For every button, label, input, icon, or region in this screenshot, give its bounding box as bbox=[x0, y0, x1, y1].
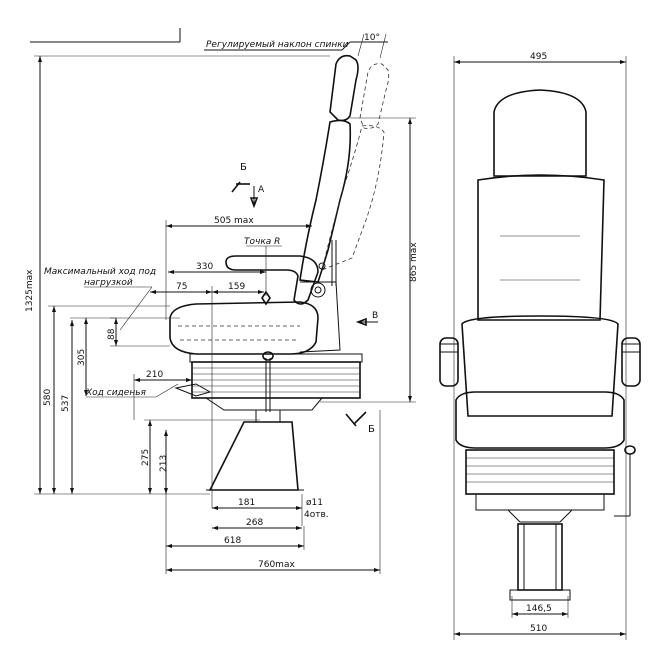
hole-dia-label: ø11 bbox=[306, 498, 323, 508]
side-pedestal bbox=[206, 409, 304, 491]
side-backrest bbox=[299, 119, 352, 283]
point-r-label: Точка R bbox=[244, 237, 280, 247]
dim-510: 510 bbox=[530, 624, 547, 634]
dim-181: 181 bbox=[238, 498, 255, 508]
dim-275: 275 bbox=[141, 449, 151, 466]
dim-159: 159 bbox=[228, 282, 245, 292]
dimension-arrowheads bbox=[38, 56, 626, 636]
front-dimensions: 495 146,5 510 bbox=[453, 52, 627, 640]
max-travel-label-1: Максимальный ход под bbox=[44, 267, 156, 277]
front-headrest bbox=[493, 89, 587, 177]
side-headrest bbox=[329, 54, 359, 122]
dim-330: 330 bbox=[196, 262, 213, 272]
side-seat-cushion bbox=[169, 301, 319, 355]
front-lever bbox=[614, 445, 636, 517]
side-armrest bbox=[225, 255, 319, 305]
dim-537: 537 bbox=[61, 395, 71, 412]
dim-146: 146,5 bbox=[526, 604, 552, 614]
frame-corner bbox=[30, 28, 181, 43]
dim-305: 305 bbox=[77, 349, 87, 366]
front-armrest-left bbox=[439, 337, 459, 387]
dim-618: 618 bbox=[224, 536, 241, 546]
dim-210: 210 bbox=[146, 370, 163, 380]
side-lever bbox=[262, 351, 274, 412]
side-headrest-tilted bbox=[359, 63, 390, 129]
front-suspension bbox=[465, 449, 615, 523]
dim-1325: 1325max bbox=[25, 269, 35, 312]
side-backrest-tilted bbox=[321, 125, 385, 271]
front-view bbox=[439, 89, 641, 601]
hole-count-label: 4отв. bbox=[304, 510, 329, 520]
section-b-bottom-arrow: Б bbox=[345, 411, 375, 435]
view-a-arrow: А bbox=[249, 185, 265, 209]
dim-580: 580 bbox=[43, 389, 53, 406]
seat-travel-label: Ход сиденья bbox=[85, 388, 147, 398]
side-dimensions: 505 max 330 75 159 88 305 210 580 537 bbox=[25, 55, 419, 574]
dim-495: 495 bbox=[530, 52, 547, 62]
section-b-top-arrow: Б bbox=[231, 162, 250, 193]
section-b-top-label: Б bbox=[240, 162, 247, 173]
max-travel-label-2: нагрузкой bbox=[84, 278, 133, 288]
front-armrest-right bbox=[621, 337, 641, 387]
dim-268: 268 bbox=[246, 518, 263, 528]
dim-88: 88 bbox=[107, 328, 117, 340]
side-suspension bbox=[174, 353, 363, 411]
dim-865: 865 max bbox=[409, 242, 419, 282]
front-backrest bbox=[477, 174, 605, 321]
tilt-angle-label: 10° bbox=[364, 33, 380, 43]
dim-505: 505 max bbox=[214, 216, 254, 226]
dim-213: 213 bbox=[159, 455, 169, 472]
front-seat-cushion bbox=[455, 391, 625, 449]
dim-75: 75 bbox=[176, 282, 187, 292]
view-b-arrow: В bbox=[355, 311, 378, 327]
backrest-tilt-label: Регулируемый наклон спинки bbox=[206, 40, 349, 50]
side-mechanism bbox=[299, 281, 341, 353]
dim-760: 760max bbox=[258, 560, 295, 570]
front-column bbox=[509, 523, 571, 601]
view-b-label: В bbox=[372, 311, 378, 321]
section-b-bottom-label: Б bbox=[368, 424, 375, 435]
side-view: Б А В Б Регулируемый наклон спинки 10° Т… bbox=[44, 33, 390, 520]
view-a-label: А bbox=[258, 185, 265, 195]
